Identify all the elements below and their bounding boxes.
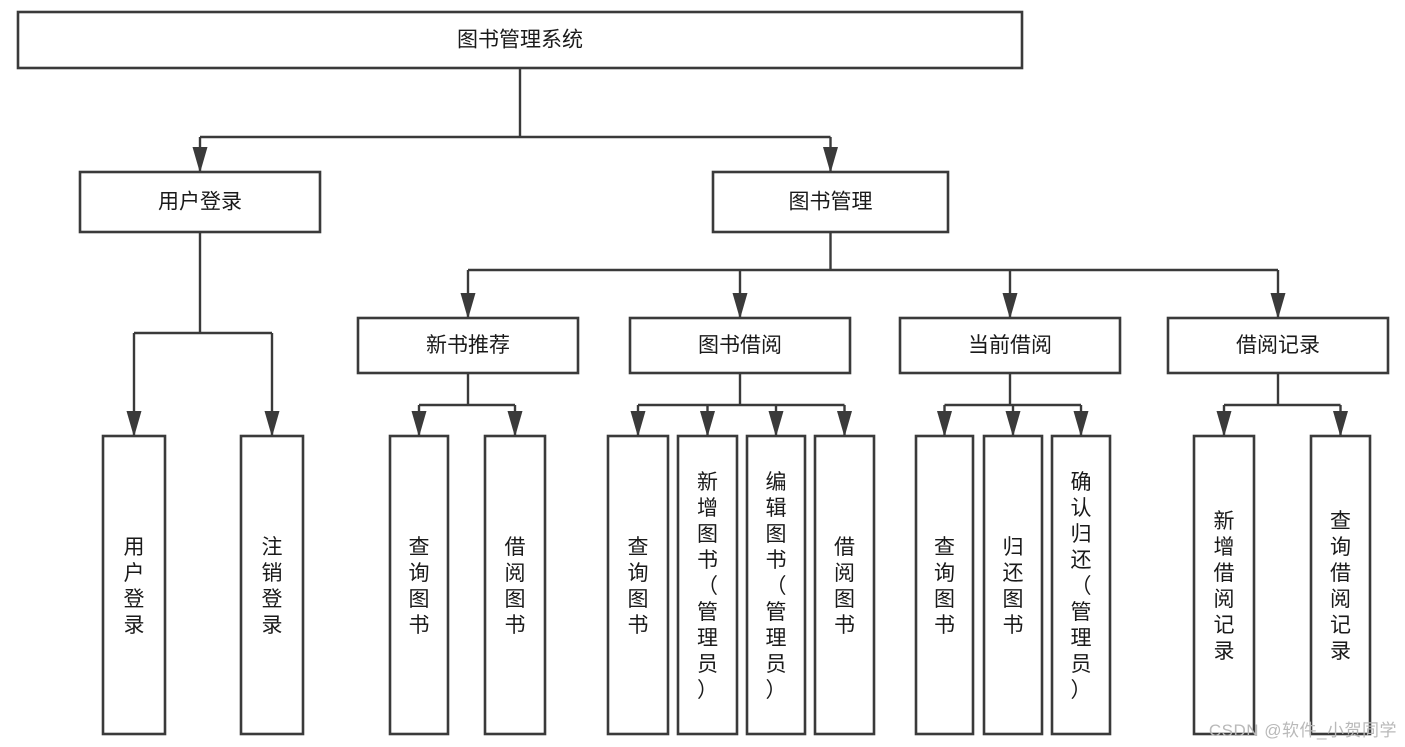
node-box-confirm-return-admin: [1050, 434, 1112, 736]
node-label-return-book: 归还图书: [1003, 536, 1024, 637]
node-query-book-3[interactable]: 查询图书: [914, 434, 975, 736]
node-box-query-book-2: [606, 434, 670, 736]
node-book-manage[interactable]: 图书管理: [711, 170, 950, 234]
node-borrow-book-2[interactable]: 借阅图书: [813, 434, 876, 736]
node-label-query-borrow-record: 查询借阅记录: [1330, 510, 1351, 663]
node-box-add-book-admin: [676, 434, 739, 736]
nodes-layer: 图书管理系统用户登录图书管理用户登录注销登录新书推荐查询图书借阅图书图书借阅查询…: [16, 10, 1390, 736]
arrow-head-icon-borrow-record-0: [1216, 411, 1232, 437]
arrow-head-icon-root-1: [823, 147, 838, 173]
node-borrow-record[interactable]: 借阅记录: [1166, 316, 1390, 375]
node-label-query-book-3: 查询图书: [934, 536, 955, 637]
node-label-root: 图书管理系统: [457, 29, 583, 52]
arrow-head-icon-user-login-1: [264, 411, 280, 437]
node-box-borrow-book-1: [483, 434, 547, 736]
arrow-head-icon-root-0: [192, 147, 208, 173]
arrow-head-icon-user-login-0: [126, 411, 142, 437]
node-edit-book-admin[interactable]: 编辑图书（管理员）: [745, 434, 807, 736]
node-label-add-borrow-record: 新增借阅记录: [1214, 510, 1235, 663]
node-query-book-2[interactable]: 查询图书: [606, 434, 670, 736]
node-box-current-borrow: [898, 316, 1122, 375]
node-box-book-manage: [711, 170, 950, 234]
node-current-borrow[interactable]: 当前借阅: [898, 316, 1122, 375]
connectors-layer: [126, 68, 1348, 437]
node-box-add-borrow-record: [1192, 434, 1256, 736]
node-user-login-leaf[interactable]: 用户登录: [101, 434, 167, 736]
node-root[interactable]: 图书管理系统: [16, 10, 1024, 70]
node-confirm-return-admin[interactable]: 确认归还（管理员）: [1050, 434, 1112, 736]
watermark-label: CSDN @软件_小贺同学: [1208, 721, 1397, 740]
node-label-borrow-book-2: 借阅图书: [834, 536, 855, 637]
node-label-borrow-book-1: 借阅图书: [505, 536, 526, 637]
node-label-user-login: 用户登录: [158, 191, 242, 214]
node-label-borrow-record: 借阅记录: [1236, 334, 1320, 357]
node-box-user-login-leaf: [101, 434, 167, 736]
node-label-book-manage: 图书管理: [789, 191, 873, 214]
node-label-confirm-return-admin: 确认归还（管理员）: [1071, 471, 1092, 702]
node-user-logout-leaf[interactable]: 注销登录: [239, 434, 305, 736]
arrow-head-icon-book-manage-2: [1002, 293, 1018, 319]
arrow-head-icon-book-borrow-1: [700, 411, 715, 437]
arrow-head-icon-current-borrow-0: [937, 411, 952, 437]
node-label-new-book-recommend: 新书推荐: [426, 334, 510, 357]
arrow-head-icon-book-manage-0: [460, 293, 476, 319]
arrow-head-icon-current-borrow-2: [1073, 411, 1089, 437]
arrow-head-icon-book-manage-1: [732, 293, 748, 319]
node-box-borrow-book-2: [813, 434, 876, 736]
node-box-return-book: [982, 434, 1044, 736]
arrow-head-icon-book-borrow-2: [768, 411, 784, 437]
node-box-borrow-record: [1166, 316, 1390, 375]
node-box-new-book-recommend: [356, 316, 580, 375]
node-label-user-login-leaf: 用户登录: [124, 536, 145, 637]
node-add-book-admin[interactable]: 新增图书（管理员）: [676, 434, 739, 736]
node-label-query-book-2: 查询图书: [628, 536, 649, 637]
node-label-edit-book-admin: 编辑图书（管理员）: [766, 471, 787, 702]
node-label-add-book-admin: 新增图书（管理员）: [697, 471, 718, 702]
node-borrow-book-1[interactable]: 借阅图书: [483, 434, 547, 736]
node-box-query-book-1: [388, 434, 450, 736]
arrow-head-icon-borrow-record-1: [1333, 411, 1348, 437]
arrow-head-icon-book-borrow-3: [837, 411, 852, 437]
node-new-book-recommend[interactable]: 新书推荐: [356, 316, 580, 375]
node-box-query-borrow-record: [1309, 434, 1372, 736]
node-label-book-borrow: 图书借阅: [698, 334, 782, 357]
node-user-login[interactable]: 用户登录: [78, 170, 322, 234]
node-add-borrow-record[interactable]: 新增借阅记录: [1192, 434, 1256, 736]
node-box-edit-book-admin: [745, 434, 807, 736]
arrow-head-icon-new-book-recommend-0: [411, 411, 427, 437]
arrow-head-icon-book-manage-3: [1270, 293, 1286, 319]
node-label-query-book-1: 查询图书: [409, 536, 430, 637]
node-return-book[interactable]: 归还图书: [982, 434, 1044, 736]
node-book-borrow[interactable]: 图书借阅: [628, 316, 852, 375]
node-label-current-borrow: 当前借阅: [968, 334, 1052, 357]
node-box-root: [16, 10, 1024, 70]
node-label-user-logout-leaf: 注销登录: [262, 536, 283, 637]
node-query-book-1[interactable]: 查询图书: [388, 434, 450, 736]
node-box-book-borrow: [628, 316, 852, 375]
node-box-user-logout-leaf: [239, 434, 305, 736]
arrow-head-icon-book-borrow-0: [630, 411, 646, 437]
arrow-head-icon-new-book-recommend-1: [507, 411, 523, 437]
arrow-head-icon-current-borrow-1: [1005, 411, 1021, 437]
node-box-query-book-3: [914, 434, 975, 736]
node-query-borrow-record[interactable]: 查询借阅记录: [1309, 434, 1372, 736]
node-box-user-login: [78, 170, 322, 234]
